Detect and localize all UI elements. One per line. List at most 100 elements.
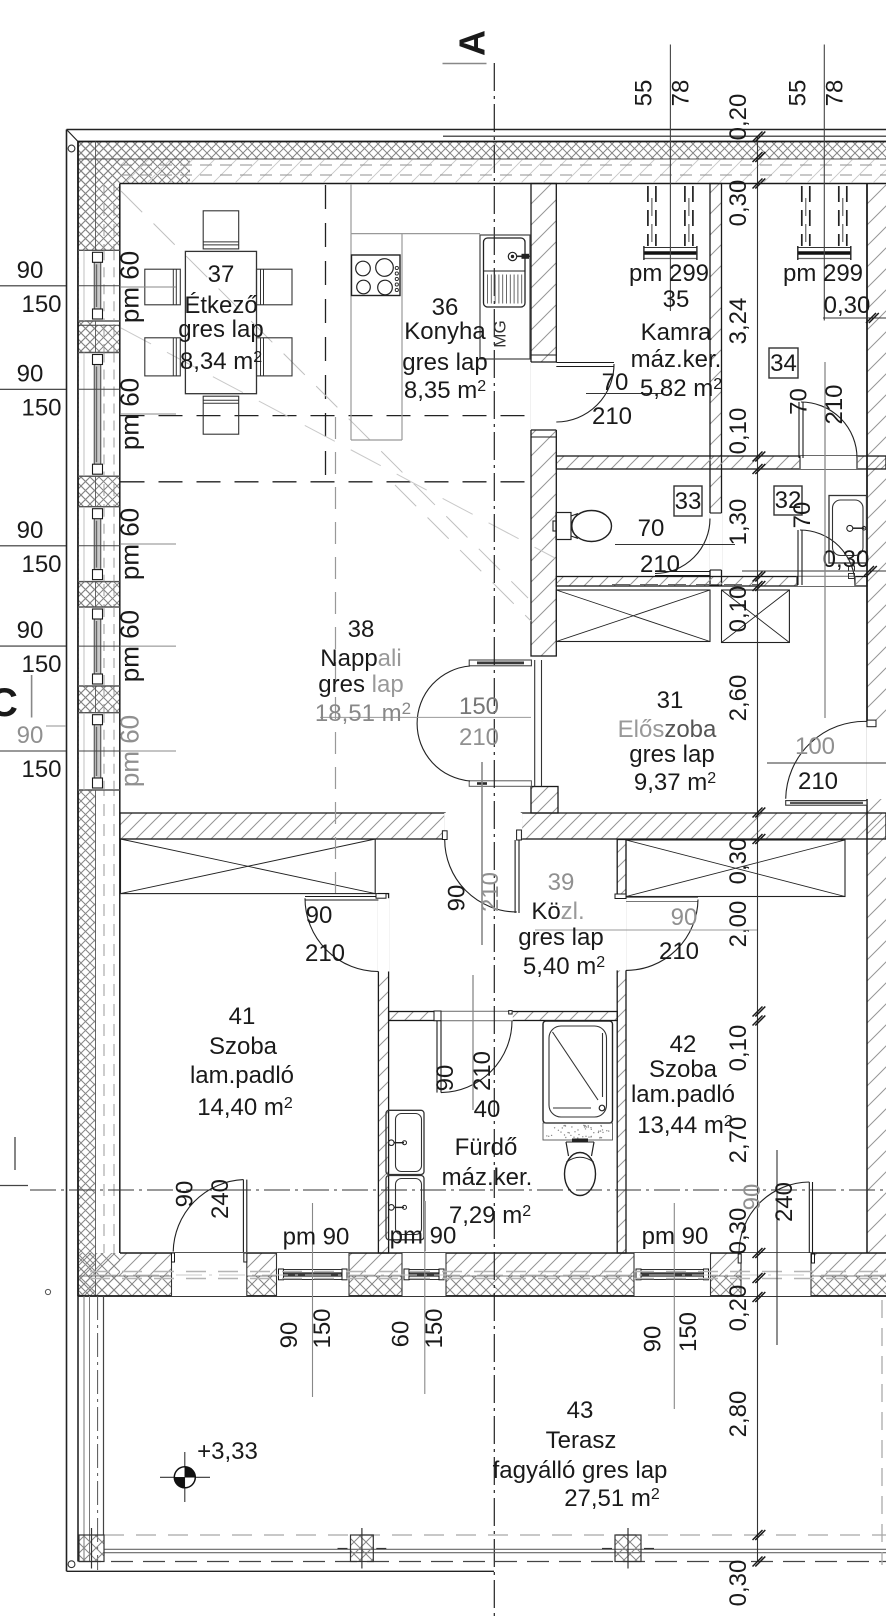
svg-text:37: 37 [208,261,235,288]
svg-text:210: 210 [305,940,345,967]
svg-text:0,30: 0,30 [725,838,752,885]
svg-text:90: 90 [17,360,44,387]
svg-text:0,30: 0,30 [823,546,870,573]
svg-text:MG: MG [491,320,510,347]
svg-text:lam.padló: lam.padló [631,1081,735,1108]
svg-text:3,24: 3,24 [725,298,752,345]
svg-text:gres lap: gres lap [518,924,603,951]
svg-text:0,30: 0,30 [725,180,752,227]
svg-text:fagyálló gres lap: fagyálló gres lap [493,1457,668,1484]
svg-text:33: 33 [675,488,702,515]
svg-text:41: 41 [229,1003,256,1030]
svg-text:150: 150 [21,551,61,578]
svg-text:90: 90 [444,885,471,912]
svg-text:pm 90: pm 90 [642,1223,709,1250]
svg-text:gres lap: gres lap [318,671,403,698]
svg-text:90: 90 [671,904,698,931]
svg-text:0,20: 0,20 [725,94,752,141]
svg-text:90: 90 [640,1326,667,1353]
svg-text:Szoba: Szoba [209,1033,278,1060]
svg-text:240: 240 [771,1182,798,1222]
svg-text:90: 90 [306,902,333,929]
svg-text:90: 90 [172,1181,199,1208]
svg-text:0,10: 0,10 [725,408,752,455]
svg-text:gres lap: gres lap [178,316,263,343]
svg-text:90: 90 [17,257,44,284]
svg-text:150: 150 [309,1308,336,1348]
svg-text:70: 70 [602,369,629,396]
svg-text:0,10: 0,10 [725,586,752,633]
svg-text:Nappali: Nappali [320,645,401,672]
svg-text:90: 90 [17,517,44,544]
svg-text:210: 210 [469,1051,496,1091]
svg-text:2,60: 2,60 [725,675,752,722]
svg-text:210: 210 [459,724,499,751]
svg-text:máz.ker.: máz.ker. [631,346,722,373]
svg-text:34: 34 [770,350,797,377]
svg-text:pm 299: pm 299 [629,260,709,287]
svg-text:Fürdő: Fürdő [455,1134,518,1161]
svg-text:Étkező: Étkező [184,292,257,319]
svg-text:210: 210 [798,768,838,795]
svg-text:0,30: 0,30 [725,1208,752,1255]
svg-text:150: 150 [21,651,61,678]
svg-text:Előszoba: Előszoba [618,716,717,743]
svg-text:210: 210 [640,551,680,578]
svg-text:pm 60: pm 60 [115,378,145,450]
svg-text:pm 60: pm 60 [115,610,145,682]
svg-text:43: 43 [567,1397,594,1424]
svg-text:70: 70 [789,502,816,529]
svg-text:5,40 m2: 5,40 m2 [523,953,605,980]
svg-text:máz.ker.: máz.ker. [442,1164,533,1191]
svg-text:pm 60: pm 60 [115,508,145,580]
svg-text:pm 60: pm 60 [115,251,145,323]
svg-text:2,80: 2,80 [725,1391,752,1438]
svg-text:5,82 m2: 5,82 m2 [640,375,722,402]
svg-text:7,29 m2: 7,29 m2 [449,1202,531,1229]
svg-text:70: 70 [786,388,813,415]
svg-text:pm 299: pm 299 [783,260,863,287]
svg-text:A: A [452,30,493,56]
svg-text:27,51 m2: 27,51 m2 [564,1485,660,1512]
svg-text:90: 90 [17,722,44,749]
svg-text:100: 100 [795,733,835,760]
svg-text:150: 150 [421,1308,448,1348]
svg-text:31: 31 [657,687,684,714]
svg-text:2,70: 2,70 [725,1117,752,1164]
svg-text:210: 210 [659,938,699,965]
svg-text:32: 32 [775,487,802,514]
svg-text:150: 150 [21,756,61,783]
svg-text:78: 78 [668,80,695,107]
svg-text:Közl.: Közl. [531,898,584,925]
svg-text:240: 240 [207,1179,234,1219]
svg-text:2,00: 2,00 [725,901,752,948]
svg-text:1,30: 1,30 [725,499,752,546]
svg-text:40: 40 [474,1096,501,1123]
svg-text:90: 90 [739,1184,766,1211]
svg-text:55: 55 [784,80,811,107]
svg-text:+3,33: +3,33 [197,1438,258,1465]
svg-text:0,30: 0,30 [725,1560,752,1607]
svg-text:55: 55 [631,80,658,107]
svg-text:Konyha: Konyha [404,318,486,345]
svg-text:210: 210 [592,403,632,430]
svg-text:90: 90 [432,1065,459,1092]
svg-text:0,20: 0,20 [725,1285,752,1332]
svg-text:90: 90 [17,617,44,644]
svg-text:pm 60: pm 60 [115,715,145,787]
svg-text:150: 150 [21,291,61,318]
svg-text:150: 150 [459,693,499,720]
svg-text:90: 90 [276,1322,303,1349]
svg-text:36: 36 [432,294,459,321]
svg-text:13,44 m2: 13,44 m2 [637,1112,733,1139]
svg-text:39: 39 [548,869,575,896]
svg-text:18,51 m2: 18,51 m2 [315,699,411,727]
svg-text:C: C [0,681,18,725]
svg-text:210: 210 [477,872,504,912]
svg-text:pm 90: pm 90 [390,1223,457,1250]
svg-text:210: 210 [821,384,848,424]
svg-text:8,34 m2: 8,34 m2 [180,348,262,375]
svg-text:pm 90: pm 90 [283,1224,350,1251]
svg-text:60: 60 [388,1321,415,1348]
svg-text:14,40 m2: 14,40 m2 [197,1094,293,1121]
